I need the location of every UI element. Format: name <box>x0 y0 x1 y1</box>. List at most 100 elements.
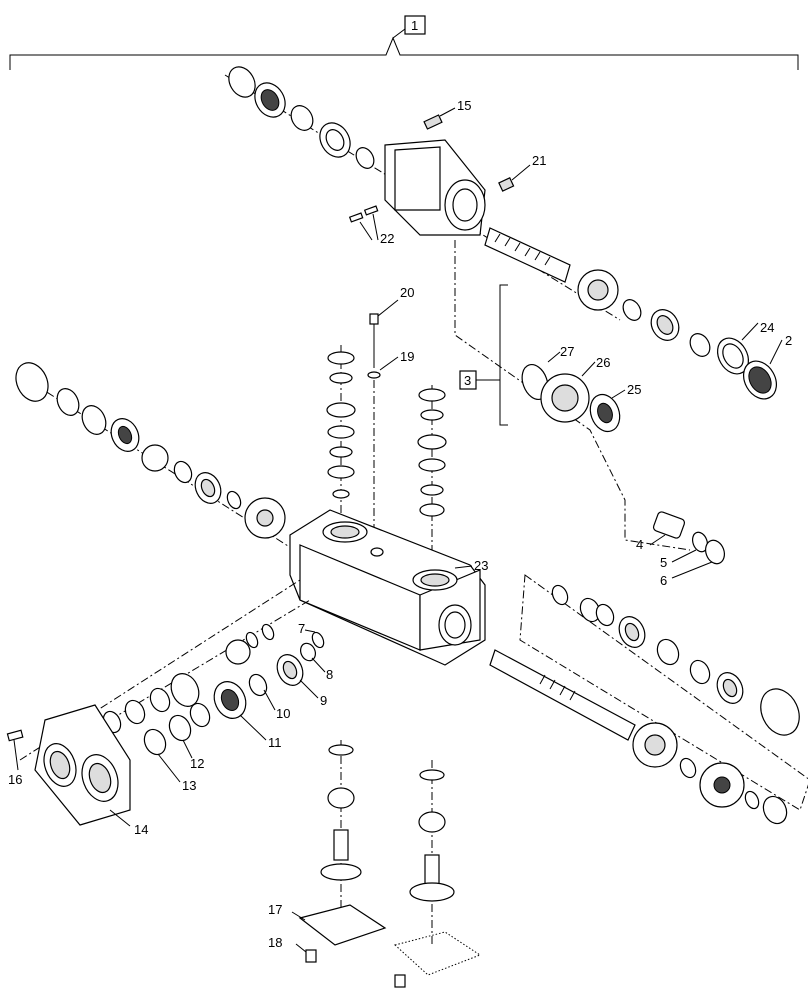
washer[interactable] <box>419 769 445 781</box>
ring-5[interactable] <box>690 530 710 554</box>
dipstick-20[interactable] <box>369 299 399 368</box>
shim[interactable] <box>593 602 617 629</box>
ring[interactable] <box>677 756 698 780</box>
bearing[interactable] <box>327 465 355 479</box>
snap-ring[interactable] <box>687 657 713 686</box>
snap-ring[interactable] <box>171 459 195 486</box>
callout-9[interactable]: 9 <box>320 693 327 708</box>
snap-ring[interactable] <box>549 583 570 607</box>
splined-shaft[interactable] <box>484 227 571 283</box>
washer[interactable] <box>420 409 444 421</box>
subkit-3-group <box>454 240 691 551</box>
callout-11[interactable]: 11 <box>268 735 282 750</box>
callout-7[interactable]: 7 <box>298 621 305 636</box>
snap-ring-6[interactable] <box>702 538 727 567</box>
snap-ring[interactable] <box>686 330 714 360</box>
callout-20[interactable]: 20 <box>400 285 414 300</box>
o-ring-13[interactable] <box>140 726 169 758</box>
callout-8[interactable]: 8 <box>326 667 333 682</box>
ring[interactable] <box>244 631 260 650</box>
washer[interactable] <box>328 744 354 756</box>
callout-16[interactable]: 16 <box>8 772 22 787</box>
seal-12[interactable] <box>165 712 194 744</box>
bevel-gear[interactable] <box>320 863 362 881</box>
callout-6[interactable]: 6 <box>660 573 667 588</box>
ring-8[interactable] <box>298 641 318 663</box>
callout-26[interactable]: 26 <box>596 355 610 370</box>
snap-ring[interactable] <box>53 385 83 419</box>
ring[interactable] <box>225 489 243 510</box>
bevel-gear[interactable] <box>409 882 455 902</box>
bearing[interactable] <box>418 811 446 833</box>
gear[interactable] <box>141 444 169 472</box>
bolt[interactable] <box>394 974 406 988</box>
o-ring-19[interactable] <box>367 371 381 379</box>
bolt-18[interactable] <box>295 943 317 963</box>
seal[interactable] <box>327 425 355 439</box>
washer[interactable] <box>327 351 355 365</box>
ring[interactable] <box>260 623 276 642</box>
snap-ring[interactable] <box>78 402 111 438</box>
bearing[interactable] <box>326 402 356 418</box>
callout-4[interactable]: 4 <box>636 537 643 552</box>
dowel-pins-22[interactable] <box>348 205 379 241</box>
callout-19[interactable]: 19 <box>400 349 414 364</box>
gear[interactable] <box>225 639 251 665</box>
cover-dotted <box>393 931 482 976</box>
coupling-4[interactable] <box>652 511 686 539</box>
lower-left-group <box>19 579 326 783</box>
cover-disc[interactable] <box>10 358 54 407</box>
end-cap[interactable] <box>754 683 807 742</box>
washer[interactable] <box>329 372 353 384</box>
callout-22[interactable]: 22 <box>380 231 394 246</box>
main-housing-23[interactable] <box>289 509 486 666</box>
callout-10[interactable]: 10 <box>276 706 290 721</box>
bolt-15[interactable] <box>423 107 456 130</box>
shaft[interactable] <box>424 854 440 886</box>
bearing[interactable] <box>417 434 447 450</box>
callout-3[interactable]: 3 <box>459 370 477 390</box>
callout-15[interactable]: 15 <box>457 98 471 113</box>
callout-2[interactable]: 2 <box>785 333 792 348</box>
cover-plate-14[interactable] <box>34 704 131 827</box>
callout-24[interactable]: 24 <box>760 320 774 335</box>
seal[interactable] <box>122 697 148 726</box>
ring[interactable] <box>329 446 353 458</box>
callout-18[interactable]: 18 <box>268 935 282 950</box>
callout-13[interactable]: 13 <box>182 778 196 793</box>
bolt-16[interactable] <box>6 729 24 771</box>
ring-10[interactable] <box>246 672 270 699</box>
callout-1[interactable]: 1 <box>404 15 426 35</box>
ring[interactable] <box>743 789 761 810</box>
output-shaft[interactable] <box>489 649 636 741</box>
callout-21[interactable]: 21 <box>532 153 546 168</box>
snap-ring[interactable] <box>287 102 317 135</box>
bearing[interactable] <box>166 669 204 711</box>
ring[interactable] <box>420 484 444 496</box>
bearing[interactable] <box>327 787 355 809</box>
bearing[interactable] <box>419 503 445 517</box>
callout-23[interactable]: 23 <box>474 558 488 573</box>
right-output-group <box>489 574 808 828</box>
ring[interactable] <box>332 489 350 499</box>
shim[interactable] <box>353 144 378 171</box>
callout-17[interactable]: 17 <box>268 902 282 917</box>
ring-7[interactable] <box>310 631 326 650</box>
callout-5[interactable]: 5 <box>660 555 667 570</box>
callout-25[interactable]: 25 <box>627 382 641 397</box>
shaft[interactable] <box>333 829 349 861</box>
bearing[interactable] <box>759 793 791 828</box>
seal[interactable] <box>147 685 173 714</box>
callout-14[interactable]: 14 <box>134 822 148 837</box>
snap-ring[interactable] <box>653 636 682 668</box>
fitting-21[interactable] <box>498 164 531 192</box>
snap-ring[interactable] <box>224 62 261 102</box>
callout-27[interactable]: 27 <box>560 344 574 359</box>
cover-17[interactable] <box>298 904 387 946</box>
seal[interactable] <box>418 458 446 472</box>
washer[interactable] <box>418 388 446 402</box>
callout-labels: 2 4 5 6 7 8 9 10 11 12 13 14 15 16 17 18… <box>8 98 792 950</box>
callout-12[interactable]: 12 <box>190 756 204 771</box>
snap-ring[interactable] <box>620 296 645 323</box>
